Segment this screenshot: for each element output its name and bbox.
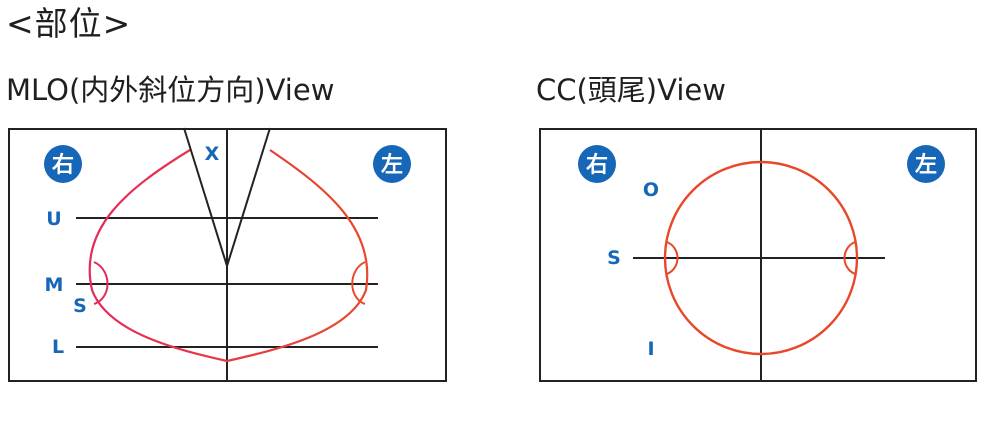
mlo-pectoral-line-left (226, 127, 271, 267)
mlo-breast-outline (88, 149, 369, 363)
mlo-diagram: 右 左 X U M S L (8, 127, 447, 382)
cc-label-o: O (643, 179, 659, 201)
cc-left-badge-text: 左 (915, 152, 937, 178)
mlo-left-badge-text: 左 (381, 152, 403, 178)
cc-frame (539, 128, 977, 382)
cc-breast-circle (663, 160, 859, 356)
cc-right-badge-text: 右 (586, 153, 608, 178)
mlo-pectoral-line-right (183, 127, 228, 267)
mlo-view-title: MLO(内外斜位方向)View (6, 73, 335, 107)
mlo-label-u: U (46, 208, 61, 230)
cc-diagram: 右 左 O S I (539, 128, 977, 382)
mlo-right-badge-text: 右 (52, 153, 74, 178)
mlo-nipple-arc-left (351, 261, 366, 305)
mlo-label-l: L (52, 336, 64, 358)
mlo-label-m: M (45, 274, 64, 296)
cc-label-s: S (607, 247, 621, 269)
cc-right-badge: 右 (578, 145, 616, 183)
mlo-label-x: X (205, 143, 220, 165)
cc-left-badge: 左 (907, 145, 945, 183)
mlo-left-badge: 左 (373, 145, 411, 183)
cc-nipple-arc-right (666, 241, 679, 275)
mlo-right-badge: 右 (44, 145, 82, 183)
mlo-nipple-arc-right (93, 261, 109, 305)
cc-label-i: I (647, 338, 654, 360)
cc-view-title: CC(頭尾)View (536, 73, 726, 107)
section-heading: <部位> (6, 4, 132, 43)
cc-nipple-arc-left (843, 241, 856, 275)
mlo-label-s: S (73, 295, 87, 317)
